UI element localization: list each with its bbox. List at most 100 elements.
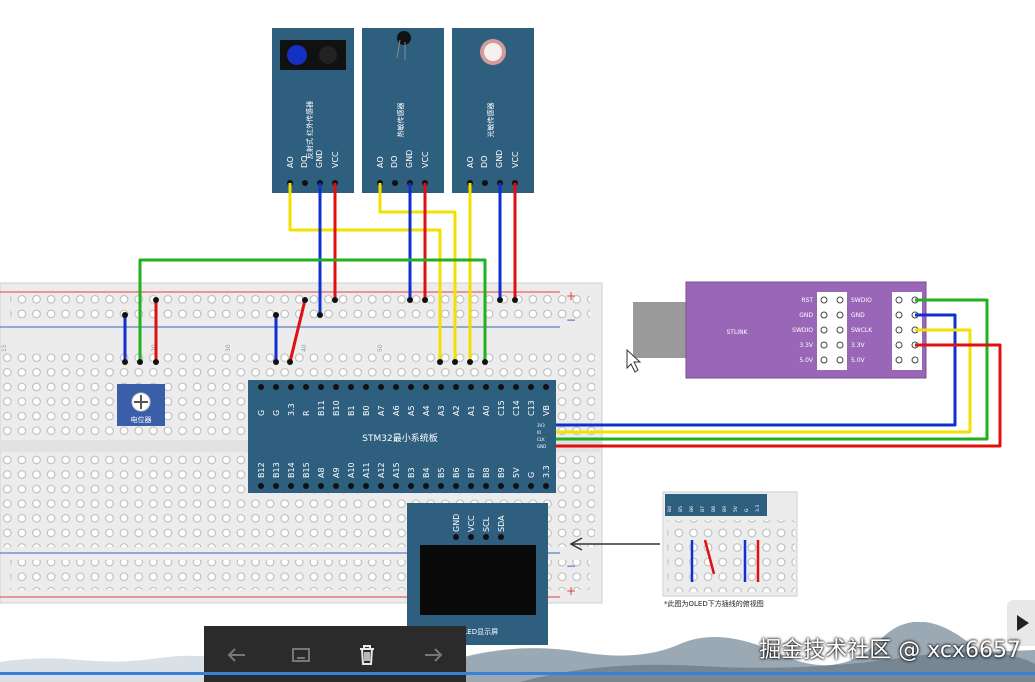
stm32-bottom-pin-hole	[303, 483, 309, 489]
stm32-top-pin-hole	[543, 384, 549, 390]
oled-pin-label: SCL	[482, 516, 491, 532]
bb-number: 50	[377, 344, 384, 352]
stm32-bottom-pin-hole	[423, 483, 429, 489]
stm32-top-pin-label: G	[257, 410, 266, 416]
oled-label: OLED显示屏	[458, 628, 498, 636]
stm32-top-pin-hole	[378, 384, 384, 390]
stm32-top-pin-hole	[423, 384, 429, 390]
play-icon	[1017, 615, 1029, 631]
stm32-bottom-pin-label: A10	[347, 462, 356, 478]
forward-button[interactable]	[416, 640, 450, 670]
back-button[interactable]	[220, 640, 254, 670]
rail-minus-bottom: −	[566, 559, 576, 573]
stlink-right-label: SWCLK	[851, 327, 873, 334]
sensor-pin-label: VCC	[511, 151, 520, 168]
stm32-bottom-pin-hole	[543, 483, 549, 489]
sensor-pin-label: GND	[315, 150, 324, 168]
stm32-bottom-pin-label: B8	[482, 467, 491, 478]
stm32-bottom-pin-label: B6	[452, 467, 461, 478]
stm32-top-pin-hole	[258, 384, 264, 390]
stm32-bottom-pin-label: B5	[437, 467, 446, 478]
stm32-bottom-pin-hole	[288, 483, 294, 489]
rotate-icon	[292, 648, 310, 662]
sensor-light: 光敏传感器	[452, 28, 534, 193]
bb-number: 40	[301, 344, 308, 352]
inset-note: *此图为OLED下方插线的俯视图	[664, 599, 764, 608]
stm32-top-pin-label: B11	[317, 400, 326, 416]
potentiometer: 电位器	[117, 384, 165, 426]
stm32-bottom-pin-hole	[453, 483, 459, 489]
mouse-cursor-icon	[626, 348, 642, 373]
stm32-bottom-pin-label: A15	[392, 462, 401, 478]
stlink-right-label: GND	[851, 312, 865, 319]
stm32-bottom-pin-hole	[378, 483, 384, 489]
sensor-pin-label: AO	[376, 156, 385, 168]
sensor-ir: 反射式 红外传感器	[272, 28, 354, 193]
stm32-top-pin-label: G	[272, 410, 281, 416]
stm32-top-pin-hole	[363, 384, 369, 390]
inset-pin-label: B7	[700, 506, 706, 512]
progress-bar[interactable]	[0, 672, 1035, 675]
stm32-bottom-pin-label: B7	[467, 467, 476, 478]
stm32-top-pin-label: A1	[467, 405, 476, 416]
inset-pin-label: 3.3	[755, 505, 761, 512]
stm32-top-pin-label: C15	[497, 400, 506, 416]
sensor-pin-label: AO	[286, 156, 295, 168]
stlink-right-label: SWDIO	[851, 297, 872, 304]
stm32-bottom-pin-hole	[348, 483, 354, 489]
stm32-top-pin-hole	[438, 384, 444, 390]
play-button[interactable]	[1007, 600, 1035, 646]
stm32-top-pin-label: C13	[527, 400, 536, 416]
inset-pin-label: B4	[667, 506, 673, 512]
stm32-top-pin-hole	[288, 384, 294, 390]
stm32-top-pin-label: A5	[407, 405, 416, 416]
wires	[123, 183, 1002, 448]
stm32-side-pin: CLK	[537, 437, 545, 442]
delete-button[interactable]	[350, 640, 384, 670]
stm32-board: STM32最小系统板	[248, 380, 556, 493]
rail-plus-top: +	[566, 289, 576, 303]
stm32-top-pin-hole	[393, 384, 399, 390]
stm32-bottom-pin-label: A11	[362, 462, 371, 478]
stlink-right-label: 3.3V	[851, 342, 866, 349]
stlink-right-label: 5.0V	[851, 357, 866, 364]
stm32-top-pin-label: A7	[377, 405, 386, 416]
rail-plus-bottom: +	[566, 584, 576, 598]
stm32-bottom-pin-label: B4	[422, 467, 431, 478]
stm32-side-pin: IO	[537, 430, 541, 435]
stm32-bottom-pin-label: 5V	[512, 467, 521, 478]
stm32-bottom-pin-hole	[513, 483, 519, 489]
trash-icon	[360, 645, 374, 665]
stm32-bottom-pin-label: B3	[407, 467, 416, 478]
stm32-bottom-pin-hole	[438, 483, 444, 489]
stm32-top-pin-hole	[273, 384, 279, 390]
stm32-bottom-pin-hole	[318, 483, 324, 489]
stm32-bottom-pin-hole	[408, 483, 414, 489]
inset-pin-label: B6	[689, 506, 695, 512]
inset-pin-label: B5	[678, 506, 684, 512]
sensor-pin-label: AO	[466, 156, 475, 168]
stm32-bottom-pin-hole	[498, 483, 504, 489]
stlink-left-label: 5.0V	[799, 357, 814, 364]
watermark: 掘金技术社区 @ xcx6657	[759, 638, 1021, 663]
stm32-bottom-pin-hole	[363, 483, 369, 489]
stlink-left-label: RST	[801, 297, 813, 304]
stm32-top-pin-label: VB	[542, 405, 551, 416]
oled-pin-label: GND	[452, 514, 461, 532]
inset-pin-label: 5V	[733, 505, 739, 512]
stm32-bottom-pin-label: A8	[317, 467, 326, 478]
oled-pin-label: VCC	[467, 515, 476, 532]
rotate-button[interactable]	[284, 640, 318, 670]
sensor-pin-label: VCC	[331, 151, 340, 168]
potentiometer-label: 电位器	[131, 415, 152, 424]
inset-pin-label: G	[744, 508, 750, 512]
stlink-left-label: SWDIO	[792, 327, 813, 334]
stlink-left-label: 3.3V	[799, 342, 814, 349]
stm32-bottom-pin-label: 3.3	[542, 465, 551, 478]
stm32-top-pin-hole	[483, 384, 489, 390]
stm32-top-pin-hole	[408, 384, 414, 390]
stm32-top-pin-hole	[528, 384, 534, 390]
sensor-pin-label: GND	[495, 150, 504, 168]
stm32-top-pin-label: B1	[347, 405, 356, 416]
